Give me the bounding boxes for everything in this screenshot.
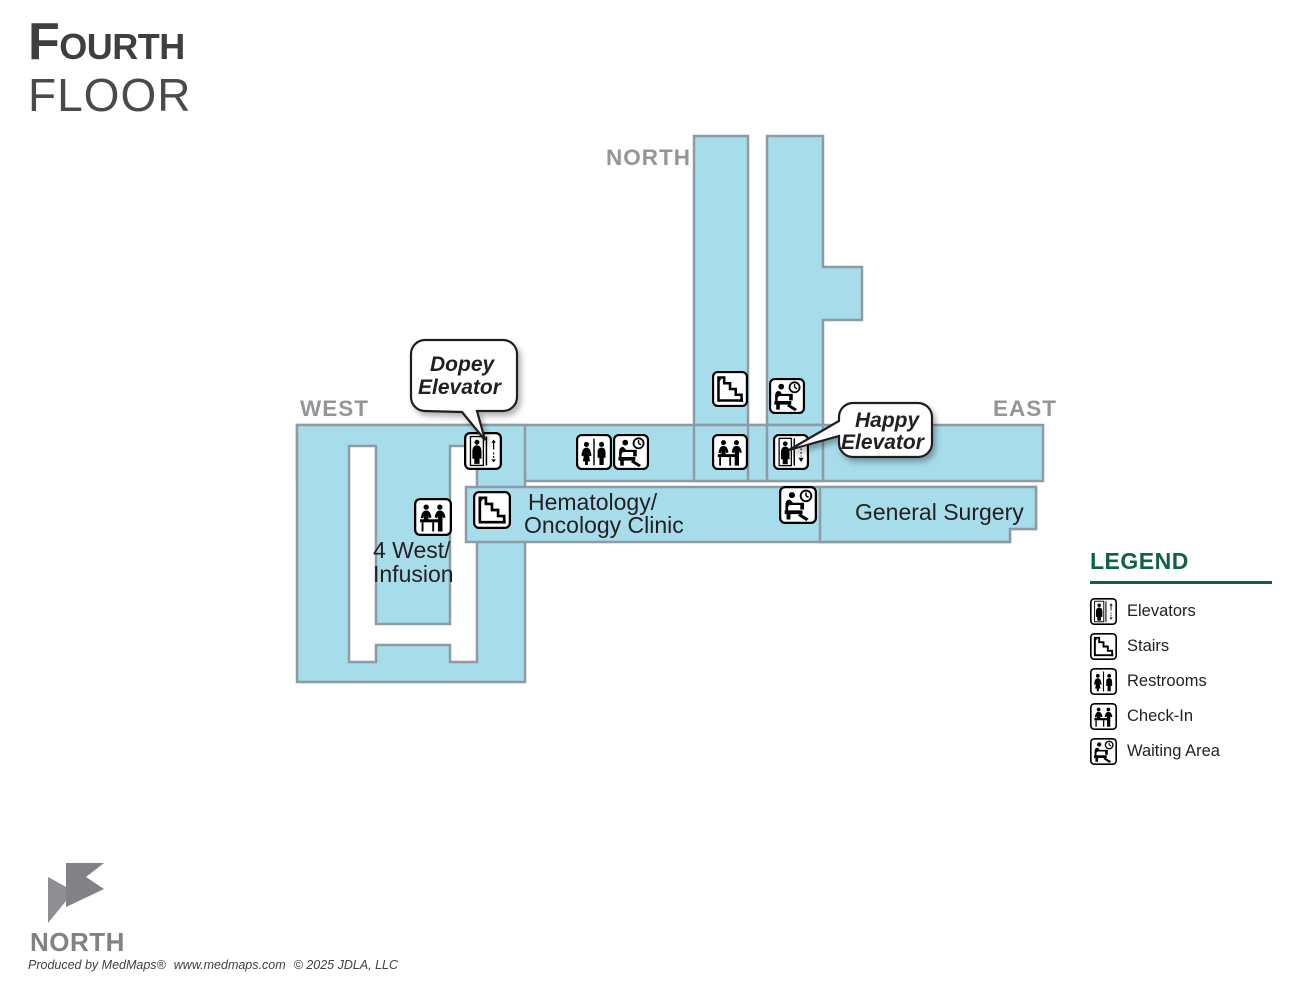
callout-dopey-elevator[interactable]: [409, 338, 519, 441]
legend-label-restrooms: Restrooms: [1127, 672, 1207, 690]
callout-happy-elevator[interactable]: [788, 401, 934, 459]
callout-happy-line2: Elevator: [841, 431, 926, 454]
restrooms-icon: [1090, 668, 1117, 695]
icon-waiting-area-main-corridor[interactable]: [613, 434, 649, 470]
waiting-area-icon: [1090, 738, 1117, 765]
floor-name: Fourth: [28, 13, 185, 71]
legend-item-stairs: Stairs: [1090, 629, 1280, 664]
legend-item-elevators: Elevators: [1090, 594, 1280, 629]
legend-label-waiting-area: Waiting Area: [1127, 742, 1220, 760]
legend: LEGEND Elevators Stairs Restrooms Check-…: [1090, 548, 1280, 769]
footer-copyright: © 2025 JDLA, LLC: [293, 958, 399, 972]
footer-credit: Produced by MedMaps® www.medmaps.com © 202…: [28, 958, 398, 972]
legend-item-check-in: Check-In: [1090, 699, 1280, 734]
floor-word: FLOOR: [28, 69, 192, 121]
legend-item-waiting-area: Waiting Area: [1090, 734, 1280, 769]
icon-check-in-4-west[interactable]: [414, 498, 452, 536]
icon-check-in-central[interactable]: [712, 434, 748, 470]
compass: NORTH: [30, 855, 210, 958]
legend-item-restrooms: Restrooms: [1090, 664, 1280, 699]
icon-waiting-area-north-wing[interactable]: [769, 378, 805, 414]
area-label-general-surgery: General Surgery: [855, 499, 1024, 525]
stairs-icon: [1090, 633, 1117, 660]
legend-divider: [1090, 581, 1272, 584]
check-in-icon: [1090, 703, 1117, 730]
area-label-4-west-infusion-line1: 4 West/: [373, 537, 451, 563]
west-wing-corridor-cutout: [347, 444, 479, 664]
legend-label-check-in: Check-In: [1127, 707, 1194, 725]
direction-label-north: NORTH: [606, 145, 691, 170]
footer-producer: Produced by MedMaps®: [28, 958, 166, 972]
legend-label-stairs: Stairs: [1127, 637, 1170, 655]
footer-website: www.medmaps.com: [173, 958, 286, 972]
general-surgery-block: [818, 485, 1038, 544]
page-title: Fourth FLOOR: [28, 16, 191, 118]
callout-happy-line1: Happy: [855, 409, 921, 432]
icon-stairs-hematology[interactable]: [473, 491, 511, 529]
area-label-hematology-line2: Oncology Clinic: [524, 512, 684, 538]
icon-restrooms-main-corridor[interactable]: [576, 434, 612, 470]
area-label-hematology-line1: Hematology/: [528, 489, 658, 515]
icon-waiting-area-general-surgery[interactable]: [779, 486, 817, 524]
compass-label: NORTH: [30, 927, 125, 957]
area-label-4-west-infusion-line2: Infusion: [373, 561, 454, 587]
direction-label-west: WEST: [300, 396, 369, 421]
legend-title: LEGEND: [1090, 548, 1189, 574]
icon-elevator-happy[interactable]: [773, 434, 809, 470]
callout-dopey-line1: Dopey: [430, 353, 496, 376]
callout-dopey-line2: Elevator: [418, 376, 503, 399]
floor-plate-group: [295, 134, 1045, 684]
icon-stairs-north-wing[interactable]: [712, 371, 748, 407]
direction-label-east: EAST: [993, 396, 1057, 421]
legend-label-elevators: Elevators: [1127, 602, 1196, 620]
north-arrow-icon: [48, 863, 104, 923]
elevator-icon: [1090, 598, 1117, 625]
